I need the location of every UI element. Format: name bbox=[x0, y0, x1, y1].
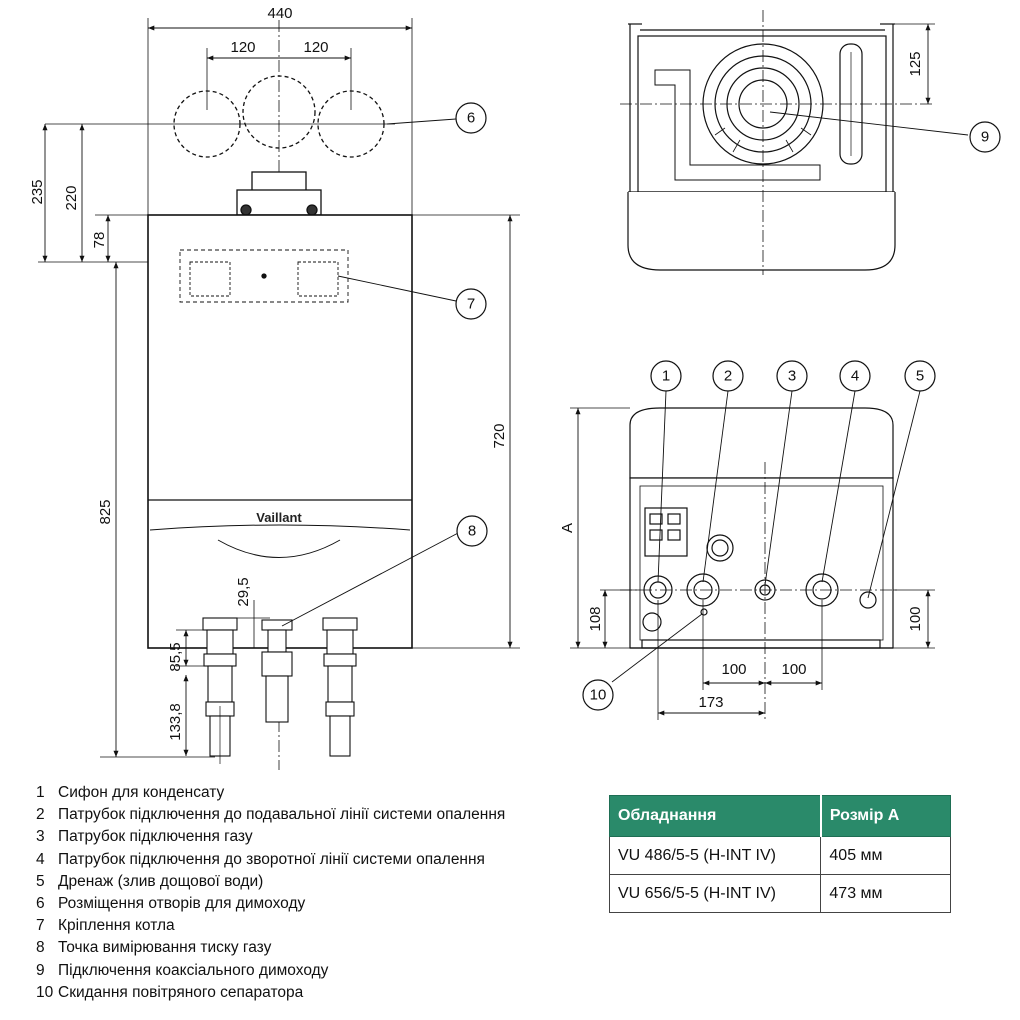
svg-text:10: 10 bbox=[590, 687, 607, 704]
table-cell-model: VU 486/5-5 (H-INT IV) bbox=[608, 836, 822, 875]
legend-text: Дренаж (злив дощової води) bbox=[58, 872, 264, 890]
svg-text:7: 7 bbox=[467, 296, 475, 313]
dim-720: 720 bbox=[491, 423, 508, 448]
legend-number: 8 bbox=[36, 939, 45, 957]
dim-825: 825 bbox=[97, 499, 114, 524]
dim-29-5: 29,5 bbox=[235, 577, 252, 606]
callout-7: 7 bbox=[455, 288, 487, 320]
legend-number: 5 bbox=[36, 872, 45, 890]
top-view bbox=[620, 10, 969, 275]
dim-78: 78 bbox=[91, 232, 108, 249]
dim-125: 125 bbox=[907, 51, 924, 76]
callout-6: 6 bbox=[455, 102, 487, 134]
legend-text: Кріплення котла bbox=[58, 917, 175, 935]
callout-9: 9 bbox=[969, 121, 1001, 153]
svg-text:8: 8 bbox=[468, 523, 476, 540]
legend-item: 4 Патрубок підключення до зворотної лінії… bbox=[36, 849, 596, 871]
legend-item: 9 Підключення коаксіального димоходу bbox=[36, 960, 596, 982]
legend-item: 8 Точка вимірювання тиску газу bbox=[36, 937, 596, 959]
dim-100-left: 100 bbox=[721, 661, 746, 678]
callout-4: 4 bbox=[839, 360, 871, 392]
brand-label: Vaillant bbox=[256, 510, 302, 525]
legend-text: Патрубок підключення до подавальної ліні… bbox=[58, 806, 506, 824]
legend-text: Патрубок підключення газу bbox=[58, 828, 253, 846]
legend-item: 1 Сифон для конденсату bbox=[36, 782, 596, 804]
legend-number: 9 bbox=[36, 961, 45, 979]
callout-bubbles: 1 2 3 4 5 6 7 8 9 10 bbox=[455, 102, 1001, 711]
legend-number: 2 bbox=[36, 806, 45, 824]
table-row: VU 486/5-5 (H-INT IV) 405 мм bbox=[608, 836, 951, 875]
callout-10: 10 bbox=[582, 679, 614, 711]
legend-number: 1 bbox=[36, 784, 45, 801]
svg-text:5: 5 bbox=[916, 368, 924, 385]
callout-5: 5 bbox=[904, 360, 936, 392]
legend-number: 7 bbox=[36, 917, 45, 935]
callout-2: 2 bbox=[712, 360, 744, 392]
svg-text:1: 1 bbox=[662, 368, 670, 385]
dim-173: 173 bbox=[698, 694, 723, 711]
dim-100-right: 100 bbox=[781, 661, 806, 678]
legend-item: 3 Патрубок підключення газу bbox=[36, 826, 596, 848]
front-leaders bbox=[281, 118, 461, 627]
table-row: VU 656/5-5 (H-INT IV) 473 мм bbox=[608, 874, 951, 913]
legend-number: 10 bbox=[36, 983, 54, 1001]
legend-text: Точка вимірювання тиску газу bbox=[58, 939, 272, 957]
dim-100-vertical: 100 bbox=[907, 606, 924, 631]
svg-text:2: 2 bbox=[724, 368, 732, 385]
table-cell-size: 473 мм bbox=[820, 874, 951, 913]
legend-item: 2 Патрубок підключення до подавальної лін… bbox=[36, 804, 596, 826]
table-header-size: Розмір A bbox=[819, 795, 951, 837]
size-table: Обладнання Розмір A VU 486/5-5 (H-INT IV… bbox=[608, 795, 951, 913]
legend-number: 6 bbox=[36, 895, 45, 913]
legend-text: Скидання повітряного сепаратора bbox=[58, 983, 304, 1001]
table-cell-size: 405 мм bbox=[820, 836, 951, 875]
legend-item: 6 Розміщення отворів для димоходу bbox=[36, 893, 596, 915]
legend-text: Розміщення отворів для димоходу bbox=[58, 895, 306, 913]
technical-drawing: 440 120 120 235 220 78 825 720 29,5 85,5… bbox=[29, 5, 1001, 770]
legend-text: Сифон для конденсату bbox=[58, 784, 225, 801]
table-header-equipment: Обладнання bbox=[608, 795, 822, 837]
bottom-view bbox=[570, 390, 935, 720]
callout-1: 1 bbox=[650, 360, 682, 392]
callout-3: 3 bbox=[776, 360, 808, 392]
dim-133-8: 133,8 bbox=[167, 703, 184, 741]
svg-text:3: 3 bbox=[788, 368, 796, 385]
svg-text:4: 4 bbox=[851, 368, 859, 385]
legend-number: 4 bbox=[36, 850, 45, 868]
svg-text:6: 6 bbox=[467, 110, 475, 127]
dim-120-right: 120 bbox=[303, 39, 328, 56]
dim-A: A bbox=[559, 523, 576, 533]
table-cell-model: VU 656/5-5 (H-INT IV) bbox=[608, 874, 822, 913]
dim-220: 220 bbox=[63, 185, 80, 210]
dim-85-5: 85,5 bbox=[167, 642, 184, 671]
callout-8: 8 bbox=[456, 515, 488, 547]
legend-item: 7 Кріплення котла bbox=[36, 915, 596, 937]
dim-108: 108 bbox=[587, 606, 604, 631]
dim-235: 235 bbox=[29, 179, 46, 204]
legend-text: Патрубок підключення до зворотної лінії … bbox=[58, 850, 485, 868]
dim-440: 440 bbox=[267, 5, 292, 22]
svg-text:9: 9 bbox=[981, 129, 989, 146]
legend-number: 3 bbox=[36, 828, 45, 846]
legend-item: 5 Дренаж (злив дощової води) bbox=[36, 871, 596, 893]
front-view bbox=[38, 18, 520, 770]
legend-text: Підключення коаксіального димоходу bbox=[58, 961, 329, 979]
table-header-row: Обладнання Розмір A bbox=[608, 795, 951, 837]
dim-120-left: 120 bbox=[230, 39, 255, 56]
